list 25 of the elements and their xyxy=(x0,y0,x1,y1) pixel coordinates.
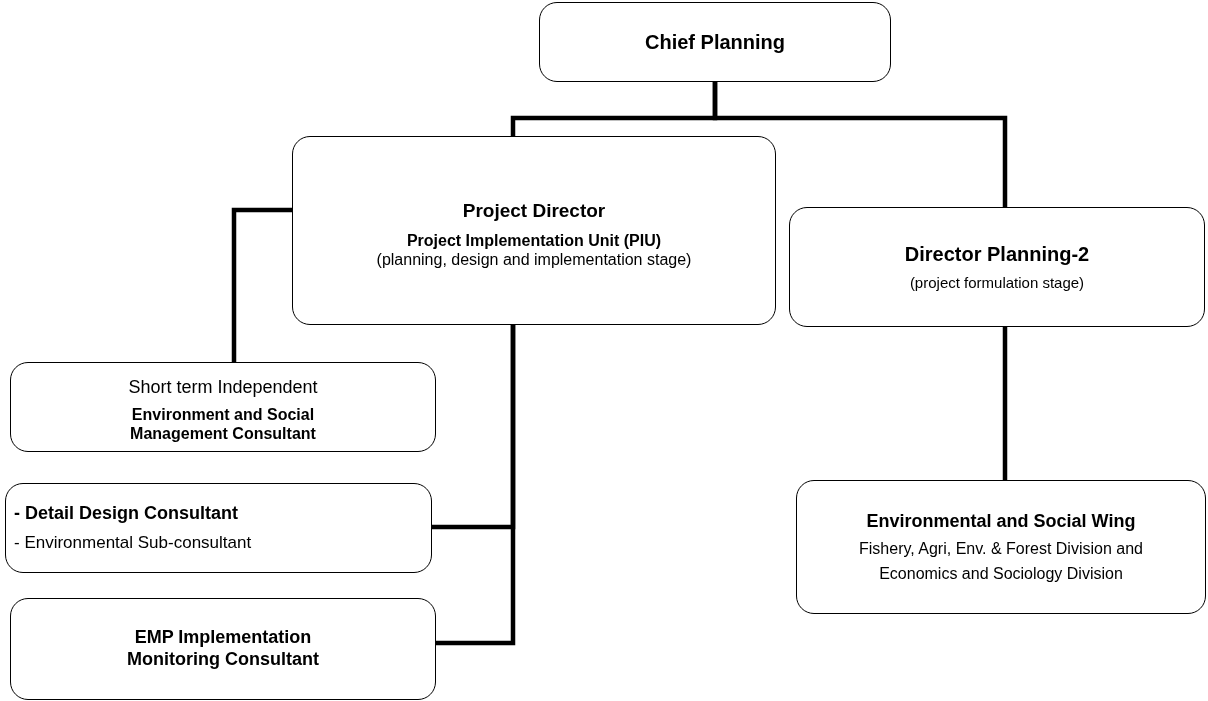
box-text: (project formulation stage) xyxy=(909,274,1085,292)
box-title: Project Director xyxy=(462,199,606,223)
org-box xyxy=(10,362,436,452)
box-text: Fishery, Agri, Env. & Forest Division and xyxy=(859,538,1143,558)
org-box xyxy=(789,207,1205,327)
box-title: Director Planning-2 xyxy=(904,242,1090,266)
box-text: (planning, design and implementation stage) xyxy=(376,249,692,270)
box-text: Project Implementation Unit (PIU) xyxy=(406,230,662,250)
org-box xyxy=(796,480,1206,614)
box-text: - Environmental Sub-consultant xyxy=(14,532,252,553)
org-box xyxy=(539,2,891,82)
box-text: Economics and Sociology Division xyxy=(879,563,1123,583)
box-title: - Detail Design Consultant xyxy=(14,503,238,525)
connector-line xyxy=(1002,327,1008,480)
connector-line xyxy=(436,325,516,646)
org-box xyxy=(292,136,776,325)
box-title: Environmental and Social Wing xyxy=(866,511,1136,533)
connector-line xyxy=(712,82,1008,207)
org-box xyxy=(5,483,432,573)
box-title: Short term Independent xyxy=(128,377,318,399)
box-title: EMP Implementation Monitoring Consultant xyxy=(126,627,320,671)
org-box xyxy=(10,598,436,700)
box-title: Chief Planning xyxy=(645,30,785,54)
connector-line xyxy=(231,207,292,362)
box-text: Environment and Social Management Consultant xyxy=(129,404,317,443)
